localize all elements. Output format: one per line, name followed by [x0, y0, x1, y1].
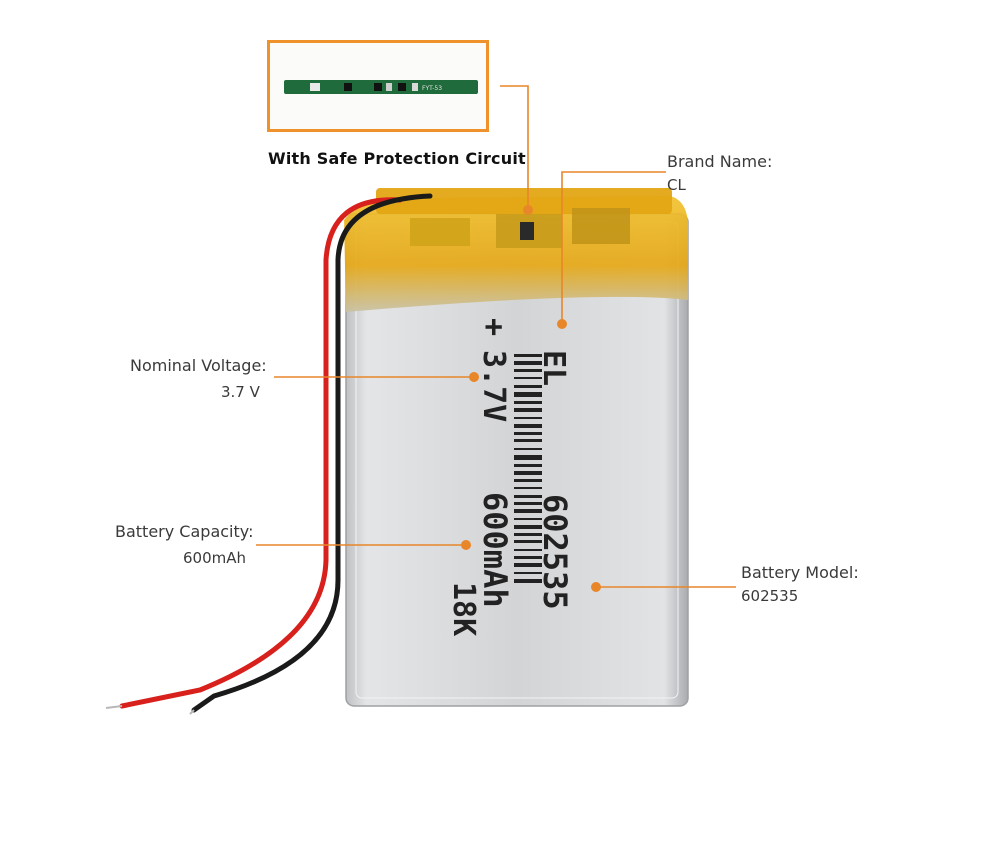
battery-print: + EL 3.7V 602535 600mAh 18K: [446, 318, 574, 636]
brand-dot: [557, 319, 567, 329]
barcode-bar: [514, 455, 542, 460]
barcode-bar: [514, 563, 542, 567]
barcode-bar: [514, 385, 542, 388]
barcode-bar: [514, 401, 542, 404]
barcode-bar: [514, 471, 542, 475]
barcode-bar: [514, 572, 542, 574]
brand-callout-line: [561, 171, 666, 322]
barcode-bar: [514, 448, 542, 450]
protection-dot: [523, 205, 533, 215]
barcode-bar: [514, 533, 542, 536]
capacity-label: Battery Capacity:: [115, 522, 254, 541]
callout-dots: [461, 205, 601, 592]
print-voltage: 3.7V: [476, 350, 511, 422]
barcode-bar: [514, 518, 542, 520]
model-value: 602535: [741, 587, 799, 605]
print-capacity: 600mAh: [476, 492, 514, 608]
barcode-bar: [514, 361, 542, 365]
barcode-bar: [514, 439, 542, 442]
barcode-bar: [514, 556, 542, 559]
barcode-bar: [514, 579, 542, 583]
pcb-marking: FYT-53: [422, 85, 442, 92]
print-extra: 18K: [446, 582, 481, 636]
battery-cell: [344, 188, 689, 707]
print-plus: +: [476, 318, 511, 336]
barcode-bar: [514, 369, 542, 372]
barcode-bar: [514, 392, 542, 397]
lead-wires: [105, 193, 433, 715]
barcode-bar: [514, 354, 542, 357]
barcode-bar: [514, 525, 542, 529]
model-dot: [591, 582, 601, 592]
voltage-dot: [469, 372, 479, 382]
voltage-label: Nominal Voltage:: [130, 356, 267, 375]
barcode: [514, 354, 542, 583]
brand-value: CL: [667, 176, 686, 194]
protection-caption: With Safe Protection Circuit: [268, 149, 526, 168]
barcode-bar: [514, 487, 542, 489]
barcode-bar: [514, 479, 542, 482]
barcode-bar: [514, 540, 542, 543]
barcode-bar: [514, 502, 542, 505]
voltage-value: 3.7 V: [221, 383, 260, 401]
barcode-bar: [514, 424, 542, 428]
barcode-bar: [514, 377, 542, 379]
print-model: 602535: [536, 494, 574, 610]
brand-label: Brand Name:: [667, 152, 773, 171]
protection-circuit-inset: FYT-53: [267, 40, 489, 132]
capacity-dot: [461, 540, 471, 550]
protection-callout-line: [500, 85, 529, 208]
barcode-bar: [514, 464, 542, 467]
barcode-bar: [514, 509, 542, 513]
pcb-board-illustration: FYT-53: [284, 80, 478, 94]
barcode-bar: [514, 417, 542, 419]
barcode-bar: [514, 549, 542, 551]
model-label: Battery Model:: [741, 563, 859, 582]
capacity-value: 600mAh: [183, 549, 247, 567]
barcode-bar: [514, 408, 542, 412]
callout-lines: [256, 85, 736, 588]
barcode-bar: [514, 432, 542, 435]
barcode-bar: [514, 495, 542, 498]
